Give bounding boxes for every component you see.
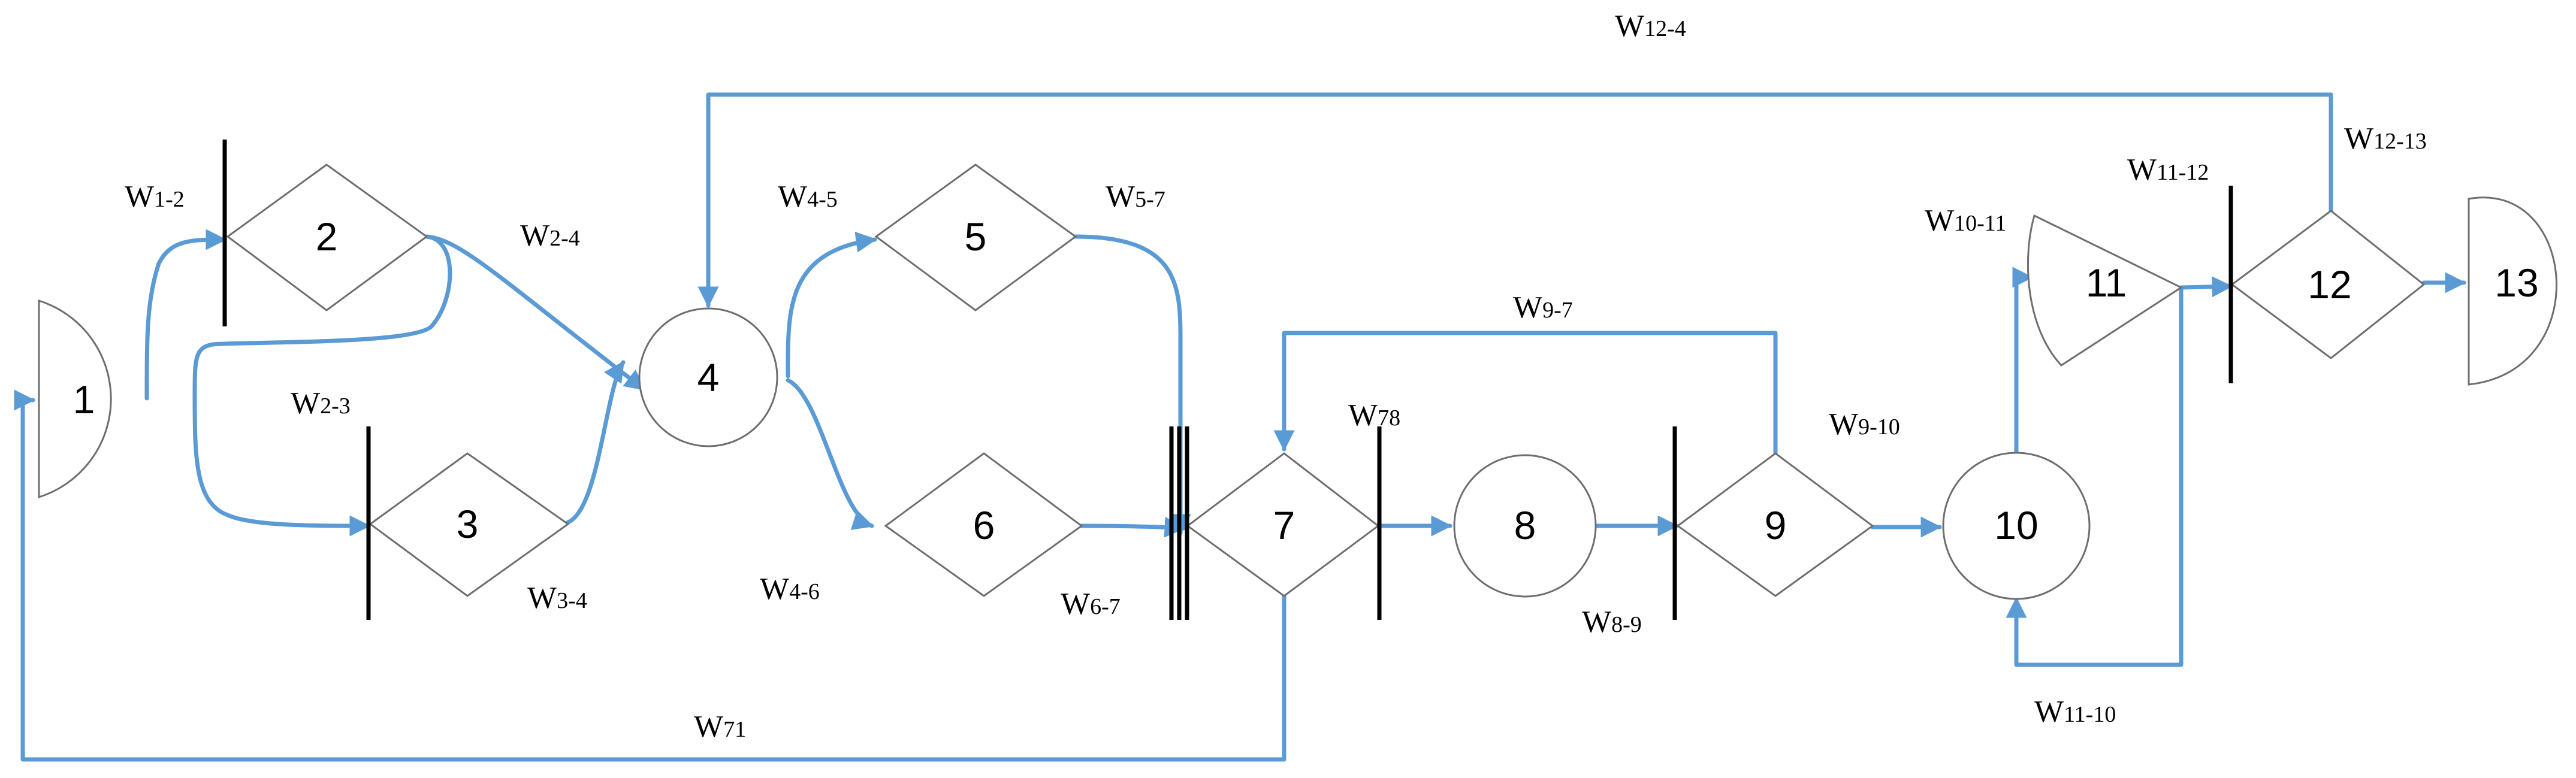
node-11: 11 — [2027, 214, 2184, 367]
node-8-label: 8 — [1514, 503, 1536, 547]
edge-labels: W1-2 W2-4 W2-3 W3-4 W4-5 W4-6 W5-7 W6-7 … — [125, 9, 2427, 744]
edge-1-2 — [144, 229, 227, 401]
node-6-label: 6 — [973, 503, 995, 547]
label-w5-7: W5-7 — [1106, 180, 1165, 214]
label-w4-6: W4-6 — [760, 572, 820, 606]
label-w2-4: W2-4 — [520, 219, 580, 253]
edge-11-12 — [2179, 276, 2233, 298]
edge-12-4 — [697, 92, 2333, 308]
label-w12-4: W12-4 — [1615, 9, 1686, 43]
label-w1-2: W1-2 — [125, 180, 185, 214]
label-w12-13: W12-13 — [2344, 122, 2427, 156]
node-4-label: 4 — [697, 355, 720, 399]
node-3-label: 3 — [457, 502, 479, 546]
node-10: 10 — [1942, 452, 2091, 600]
edge-4-5 — [786, 231, 877, 379]
node-12-label: 12 — [2308, 262, 2351, 307]
edge-4-6 — [786, 378, 874, 530]
label-w71: W71 — [694, 710, 746, 744]
node-5: 5 — [874, 164, 1077, 311]
edge-6-7 — [1079, 516, 1186, 538]
edge-3-4 — [566, 360, 626, 525]
node-8: 8 — [1453, 454, 1597, 598]
transition-bars — [222, 140, 2233, 620]
label-w8-9: W8-9 — [1582, 605, 1642, 639]
edge-9-7 — [1273, 331, 1778, 456]
label-w6-7: W6-7 — [1061, 587, 1121, 621]
node-13: 13 — [2468, 196, 2557, 386]
edge-11-10 — [2006, 285, 2184, 667]
label-w78: W78 — [1348, 398, 1400, 432]
label-w11-12: W11-12 — [2127, 153, 2209, 187]
node-11-label: 11 — [2086, 261, 2127, 305]
label-w4-5: W4-5 — [778, 180, 838, 214]
label-w9-7: W9-7 — [1513, 290, 1573, 325]
node-2: 2 — [226, 164, 428, 311]
label-w9-10: W9-10 — [1829, 407, 1900, 441]
label-w10-11: W10-11 — [1925, 204, 2006, 238]
label-w2-3: W2-3 — [291, 386, 351, 420]
edges — [14, 92, 2466, 762]
node-6: 6 — [884, 452, 1083, 597]
node-9: 9 — [1676, 452, 1874, 597]
node-4: 4 — [638, 307, 778, 447]
nodes: 1 2 3 4 5 6 7 8 — [38, 164, 2557, 600]
label-w11-10: W11-10 — [2034, 695, 2116, 729]
node-7-label: 7 — [1273, 503, 1295, 547]
node-5-label: 5 — [965, 214, 987, 259]
node-2-label: 2 — [316, 214, 338, 259]
node-1: 1 — [38, 299, 112, 499]
edge-5-7 — [1073, 234, 1191, 535]
edge-2-4 — [424, 234, 647, 392]
edge-7-1 — [14, 389, 1287, 762]
node-3: 3 — [369, 452, 570, 597]
node-9-label: 9 — [1765, 503, 1787, 547]
label-w3-4: W3-4 — [527, 581, 587, 615]
edge-10-11 — [2012, 267, 2034, 455]
node-1-label: 1 — [73, 377, 95, 422]
node-10-label: 10 — [1994, 503, 2038, 547]
edge-2-3 — [192, 234, 452, 537]
node-12: 12 — [2230, 210, 2426, 359]
node-13-label: 13 — [2495, 261, 2538, 305]
node-7: 7 — [1186, 452, 1380, 597]
